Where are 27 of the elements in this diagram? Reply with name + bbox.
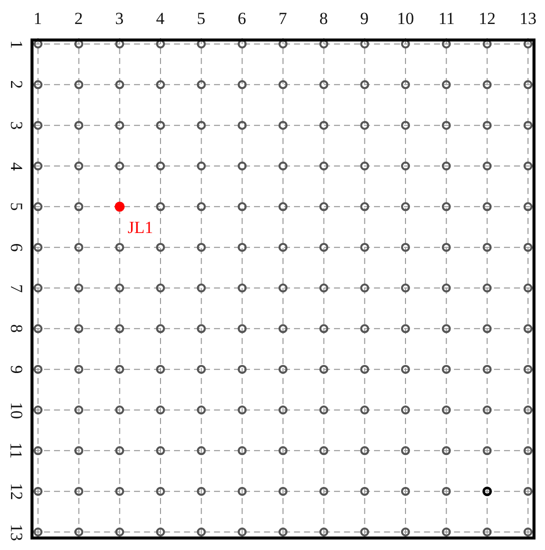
- row-number: 2: [7, 80, 24, 89]
- row-number: 13: [8, 524, 24, 540]
- column-number: 11: [438, 10, 455, 27]
- point-label: JL1: [128, 218, 154, 236]
- row-number: 3: [7, 121, 24, 130]
- row-number: 4: [7, 162, 24, 170]
- row-number: 12: [8, 482, 24, 500]
- row-number: 6: [7, 243, 24, 252]
- column-number: 8: [319, 10, 328, 27]
- column-number: 12: [478, 10, 496, 27]
- column-number: 3: [115, 10, 124, 27]
- column-number: 10: [397, 10, 414, 27]
- row-number: 8: [7, 324, 24, 333]
- column-number: 1: [34, 10, 42, 27]
- column-number: 9: [360, 10, 369, 27]
- row-number: 7: [7, 284, 24, 292]
- row-number: 5: [7, 202, 24, 211]
- row-number: 9: [7, 365, 24, 374]
- row-number: 1: [7, 40, 24, 48]
- column-number: 4: [156, 10, 164, 27]
- column-number: 2: [74, 10, 83, 27]
- column-number: 6: [238, 10, 246, 27]
- column-number: 13: [520, 10, 536, 27]
- row-number: 10: [8, 402, 24, 418]
- row-number: 11: [8, 442, 25, 459]
- column-number: 7: [278, 10, 287, 27]
- column-number: 5: [196, 10, 206, 27]
